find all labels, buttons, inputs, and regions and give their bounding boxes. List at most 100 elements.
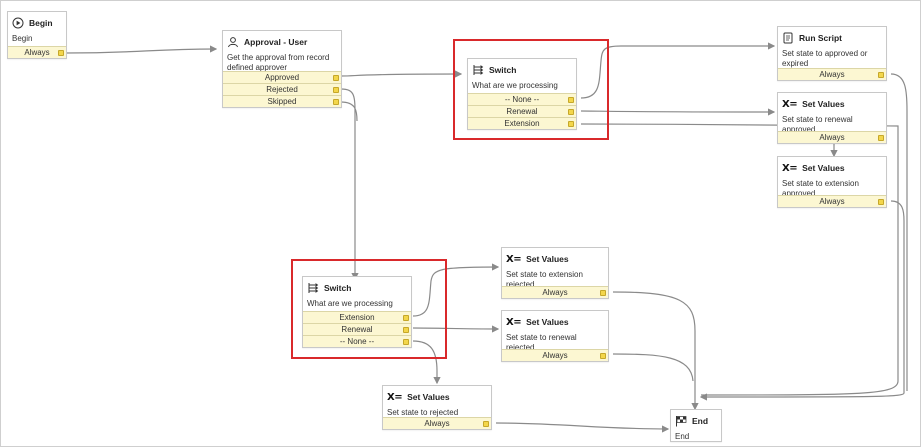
- exit-port[interactable]: [600, 352, 606, 359]
- exit-none[interactable]: -- None --: [303, 335, 411, 347]
- end-activity[interactable]: End End: [670, 409, 722, 442]
- exit-port[interactable]: [600, 289, 606, 296]
- exit-port[interactable]: [568, 120, 574, 127]
- exit-port[interactable]: [403, 314, 409, 321]
- exit-label: Always: [24, 48, 50, 57]
- wire-extension-rejected-to-end: [612, 291, 699, 411]
- activity-title: Begin: [29, 18, 53, 28]
- exit-always[interactable]: Always: [502, 286, 608, 298]
- exit-renewal[interactable]: Renewal: [468, 105, 576, 117]
- exit-port[interactable]: [333, 86, 339, 93]
- exit-label: Always: [819, 197, 845, 206]
- activity-description: What are we processing: [307, 299, 393, 308]
- branch-icon: [308, 283, 319, 293]
- exit-label: Extension: [504, 119, 540, 128]
- exit-port[interactable]: [403, 338, 409, 345]
- exit-port[interactable]: [568, 96, 574, 103]
- exit-always[interactable]: Always: [383, 417, 491, 429]
- set-values-icon: X=: [782, 98, 798, 110]
- exit-label: Always: [542, 351, 568, 360]
- checkered-flag-icon: [676, 416, 687, 427]
- activity-title: Set Values: [802, 163, 845, 173]
- set-values-icon: X=: [387, 391, 403, 403]
- exit-label: -- None --: [339, 337, 375, 346]
- exit-label: Always: [819, 70, 845, 79]
- wire-begin-to-approval: [65, 45, 218, 54]
- exit-port[interactable]: [878, 71, 884, 78]
- activity-description: Set state to renewal approved: [782, 115, 853, 134]
- wire-extension-to-end: [580, 123, 899, 396]
- wire-renewal-rejected-to-end: [612, 353, 694, 382]
- activity-title: Set Values: [526, 254, 569, 264]
- exit-label: Extension: [339, 313, 375, 322]
- exit-port[interactable]: [403, 326, 409, 333]
- set-values-icon: X=: [506, 253, 522, 265]
- set-values-renewal-rejected-activity[interactable]: X= Set Values Set state to renewal rejec…: [501, 310, 609, 362]
- approval-user-activity[interactable]: Approval - User Get the approval from re…: [222, 30, 342, 108]
- activity-title: Set Values: [802, 99, 845, 109]
- exit-label: Always: [542, 288, 568, 297]
- set-values-renewal-approved-activity[interactable]: X= Set Values Set state to renewal appro…: [777, 92, 887, 144]
- exit-approved[interactable]: Approved: [223, 71, 341, 83]
- wire-bottom-extension-to-set-extension-rejected: [412, 263, 500, 317]
- activity-description: Set state to extension rejected: [506, 270, 583, 289]
- run-script-activity[interactable]: Run Script Set state to approved or expi…: [777, 26, 887, 81]
- activity-title: Approval - User: [244, 37, 308, 47]
- exit-port[interactable]: [333, 98, 339, 105]
- exit-always[interactable]: Always: [8, 46, 66, 58]
- activity-description: Set state to rejected: [387, 408, 459, 417]
- exit-port[interactable]: [878, 198, 884, 205]
- exit-rejected[interactable]: Rejected: [223, 83, 341, 95]
- exit-port[interactable]: [333, 74, 339, 81]
- exit-renewal[interactable]: Renewal: [303, 323, 411, 335]
- exit-label: Skipped: [267, 97, 297, 106]
- exit-port[interactable]: [568, 108, 574, 115]
- exit-always[interactable]: Always: [778, 68, 886, 80]
- exit-port[interactable]: [878, 134, 884, 141]
- exit-label: Approved: [264, 73, 300, 82]
- wire-bottom-none-to-set-rejected: [412, 340, 441, 385]
- wire-rejected-to-switch-bottom: [340, 88, 359, 281]
- activity-title: Run Script: [799, 33, 842, 43]
- set-values-icon: X=: [782, 162, 798, 174]
- wire-extension-approved-to-end: [699, 200, 905, 401]
- switch-activity-bottom[interactable]: Switch What are we processing Extension …: [302, 276, 412, 348]
- wire-skipped-to-end: [340, 101, 358, 122]
- wire-none-to-run-script: [580, 42, 776, 99]
- exit-none[interactable]: -- None --: [468, 93, 576, 105]
- set-values-extension-approved-activity[interactable]: X= Set Values Set state to extension app…: [777, 156, 887, 208]
- wire-approved-to-switch: [340, 70, 463, 78]
- activity-description: End: [675, 432, 690, 441]
- wire-bottom-renewal-to-set-renewal-rejected: [412, 325, 500, 333]
- exit-label: Always: [819, 133, 845, 142]
- activity-title: Set Values: [526, 317, 569, 327]
- exit-always[interactable]: Always: [502, 349, 608, 361]
- set-values-rejected-activity[interactable]: X= Set Values Set state to rejected Alwa…: [382, 385, 492, 430]
- exit-extension[interactable]: Extension: [468, 117, 576, 129]
- branch-icon: [473, 65, 484, 75]
- switch-activity-top[interactable]: Switch What are we processing -- None --…: [467, 58, 577, 130]
- set-values-extension-rejected-activity[interactable]: X= Set Values Set state to extension rej…: [501, 247, 609, 299]
- exit-always[interactable]: Always: [778, 131, 886, 143]
- exit-label: Always: [424, 419, 450, 428]
- highlight-box-top: [453, 39, 609, 140]
- activity-description: What are we processing: [472, 81, 558, 90]
- exit-port[interactable]: [58, 49, 64, 56]
- exit-extension[interactable]: Extension: [303, 311, 411, 323]
- wire-renewal-to-set-renewal-approved: [580, 108, 776, 116]
- play-circle-icon: [12, 17, 24, 29]
- activity-description: Set state to extension approved: [782, 179, 859, 198]
- exit-always[interactable]: Always: [778, 195, 886, 207]
- activity-description: Set state to approved or expired: [782, 49, 868, 68]
- exit-label: Renewal: [341, 325, 373, 334]
- exit-label: -- None --: [504, 95, 540, 104]
- exit-port[interactable]: [483, 420, 489, 427]
- exit-skipped[interactable]: Skipped: [223, 95, 341, 107]
- set-values-icon: X=: [506, 316, 522, 328]
- highlight-box-bottom: [291, 259, 447, 359]
- wire-set-rejected-to-end: [495, 422, 670, 433]
- script-icon: [783, 32, 793, 44]
- begin-activity[interactable]: Begin Begin Always: [7, 11, 67, 59]
